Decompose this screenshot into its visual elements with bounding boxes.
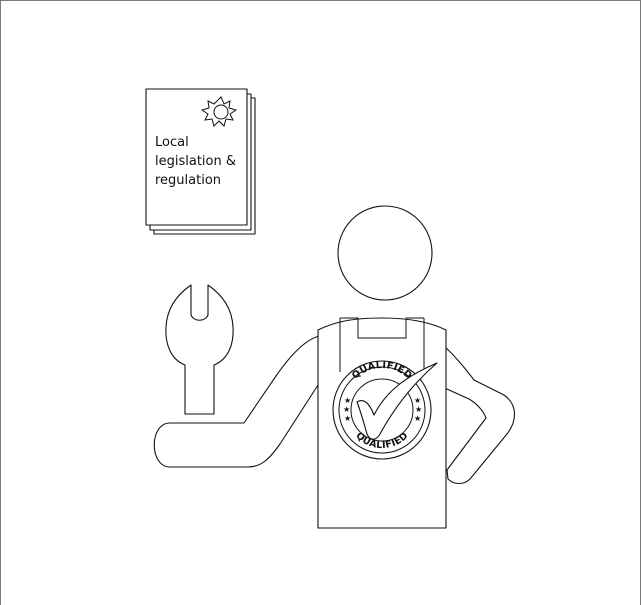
document-text-line-2: legislation & bbox=[155, 154, 236, 169]
svg-text:★: ★ bbox=[344, 414, 351, 423]
badge-stars-left: ★ ★ ★ bbox=[343, 396, 351, 423]
svg-text:★: ★ bbox=[414, 396, 421, 405]
legislation-document-stack: Local legislation & regulation bbox=[146, 89, 255, 234]
document-text-line-1: Local bbox=[155, 135, 189, 150]
wrench-outline bbox=[166, 285, 233, 414]
svg-text:★: ★ bbox=[415, 405, 422, 414]
svg-text:★: ★ bbox=[414, 414, 421, 423]
svg-text:★: ★ bbox=[344, 396, 351, 405]
badge-stars-right: ★ ★ ★ bbox=[414, 396, 422, 423]
head bbox=[338, 206, 432, 300]
svg-text:★: ★ bbox=[343, 405, 350, 414]
wrench-icon bbox=[166, 285, 233, 414]
document-text-line-3: regulation bbox=[155, 173, 221, 188]
